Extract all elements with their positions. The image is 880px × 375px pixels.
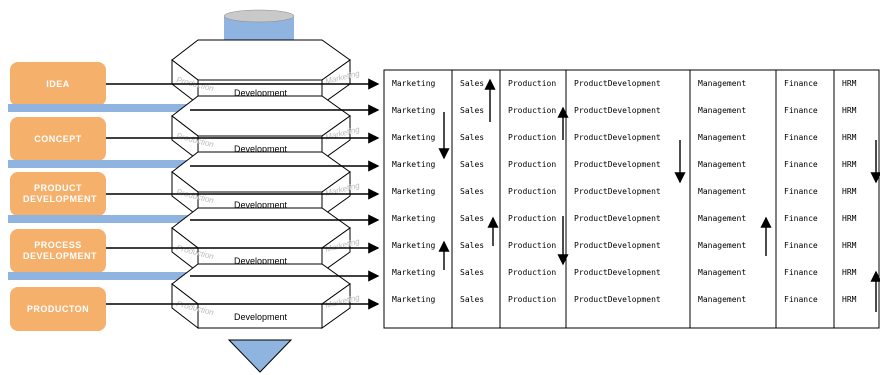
- table-cell: Sales: [460, 133, 484, 142]
- table-cell: ProductDevelopment: [574, 160, 661, 169]
- table-cell: HRM: [842, 106, 857, 115]
- table-cell: Sales: [460, 268, 484, 277]
- table-cell: Marketing: [392, 106, 436, 115]
- table-cell: Marketing: [392, 187, 436, 196]
- stage-box-concept: CONCEPT: [10, 117, 106, 161]
- band-4: [8, 272, 190, 280]
- stage-label-production: PRODUCTON: [26, 303, 90, 314]
- table-cell: Sales: [460, 160, 484, 169]
- table-cell: Finance: [784, 241, 818, 250]
- table-cell: Finance: [784, 295, 818, 304]
- table-cell: HRM: [842, 295, 857, 304]
- table-cell: Marketing: [392, 79, 436, 88]
- stage-label-concept: CONCEPT: [34, 133, 82, 144]
- table-cell: Production: [508, 160, 556, 169]
- table-cell: HRM: [842, 241, 857, 250]
- table-cell: Sales: [460, 106, 484, 115]
- table-cell: Production: [508, 133, 556, 142]
- table-cell: ProductDevelopment: [574, 214, 661, 223]
- table-cell: Production: [508, 241, 556, 250]
- table-cell: Management: [698, 106, 746, 115]
- table-cell: Management: [698, 187, 746, 196]
- table-cell: Management: [698, 295, 746, 304]
- stack-center-label: Development: [234, 200, 288, 210]
- table-cell: Finance: [784, 187, 818, 196]
- table-cell: Marketing: [392, 133, 436, 142]
- table-cell: Management: [698, 160, 746, 169]
- table-cell: Management: [698, 241, 746, 250]
- table-cell: Production: [508, 187, 556, 196]
- table-cell: ProductDevelopment: [574, 268, 661, 277]
- table-cell: Finance: [784, 106, 818, 115]
- table-cell: Production: [508, 268, 556, 277]
- table-cell: Marketing: [392, 214, 436, 223]
- table-cell: ProductDevelopment: [574, 106, 661, 115]
- bottom-funnel: [227, 339, 293, 373]
- table-cell: Marketing: [392, 160, 436, 169]
- table-cell: Production: [508, 295, 556, 304]
- table-cell: Production: [508, 79, 556, 88]
- table-cell: ProductDevelopment: [574, 79, 661, 88]
- table-cell: Finance: [784, 133, 818, 142]
- table-cell: HRM: [842, 268, 857, 277]
- stack-center-label: Development: [234, 144, 288, 154]
- table-cell: HRM: [842, 79, 857, 88]
- stack-center-label: Development: [234, 88, 288, 98]
- table-cell: Sales: [460, 295, 484, 304]
- table-cell: HRM: [842, 160, 857, 169]
- table-cell: HRM: [842, 214, 857, 223]
- table-cell: Sales: [460, 187, 484, 196]
- table-cell: ProductDevelopment: [574, 133, 661, 142]
- table-cell: Finance: [784, 79, 818, 88]
- table-cell: Sales: [460, 241, 484, 250]
- band-3: [8, 215, 190, 223]
- connector-bands: [8, 104, 190, 280]
- table-cell: ProductDevelopment: [574, 187, 661, 196]
- table-cell: Marketing: [392, 241, 436, 250]
- table-border: [383, 69, 880, 329]
- table-cell: Management: [698, 133, 746, 142]
- table-cell: Production: [508, 214, 556, 223]
- table-cell: ProductDevelopment: [574, 241, 661, 250]
- stack-center-label: Development: [234, 256, 288, 266]
- table-cell: HRM: [842, 187, 857, 196]
- band-1: [8, 104, 190, 112]
- table-cell: HRM: [842, 133, 857, 142]
- stage-box-process-development: PROCESS DEVELOPMENT: [10, 229, 106, 273]
- stage-label-idea: IDEA: [46, 78, 70, 89]
- table-cell: ProductDevelopment: [574, 295, 661, 304]
- stage-box-product-development: PRODUCT DEVELOPMENT: [10, 172, 106, 216]
- table-cell: Finance: [784, 160, 818, 169]
- table-cell: Marketing: [392, 295, 436, 304]
- table-cell: Management: [698, 268, 746, 277]
- stage-box-production: PRODUCTON: [10, 287, 106, 331]
- table-cell: Marketing: [392, 268, 436, 277]
- table-cell: Finance: [784, 268, 818, 277]
- table-cell: Sales: [460, 214, 484, 223]
- table-cell: Sales: [460, 79, 484, 88]
- flow-arrows: [106, 78, 380, 310]
- stage-label-process-development: PROCESS DEVELOPMENT: [23, 240, 98, 261]
- table-cell: Management: [698, 214, 746, 223]
- table-cell: Production: [508, 106, 556, 115]
- table-cell: Finance: [784, 214, 818, 223]
- band-2: [8, 160, 190, 168]
- stage-box-idea: IDEA: [10, 62, 106, 106]
- stack-center-label: Development: [234, 312, 288, 322]
- stage-label-product-development: PRODUCT DEVELOPMENT: [23, 183, 98, 204]
- table-cell: Management: [698, 79, 746, 88]
